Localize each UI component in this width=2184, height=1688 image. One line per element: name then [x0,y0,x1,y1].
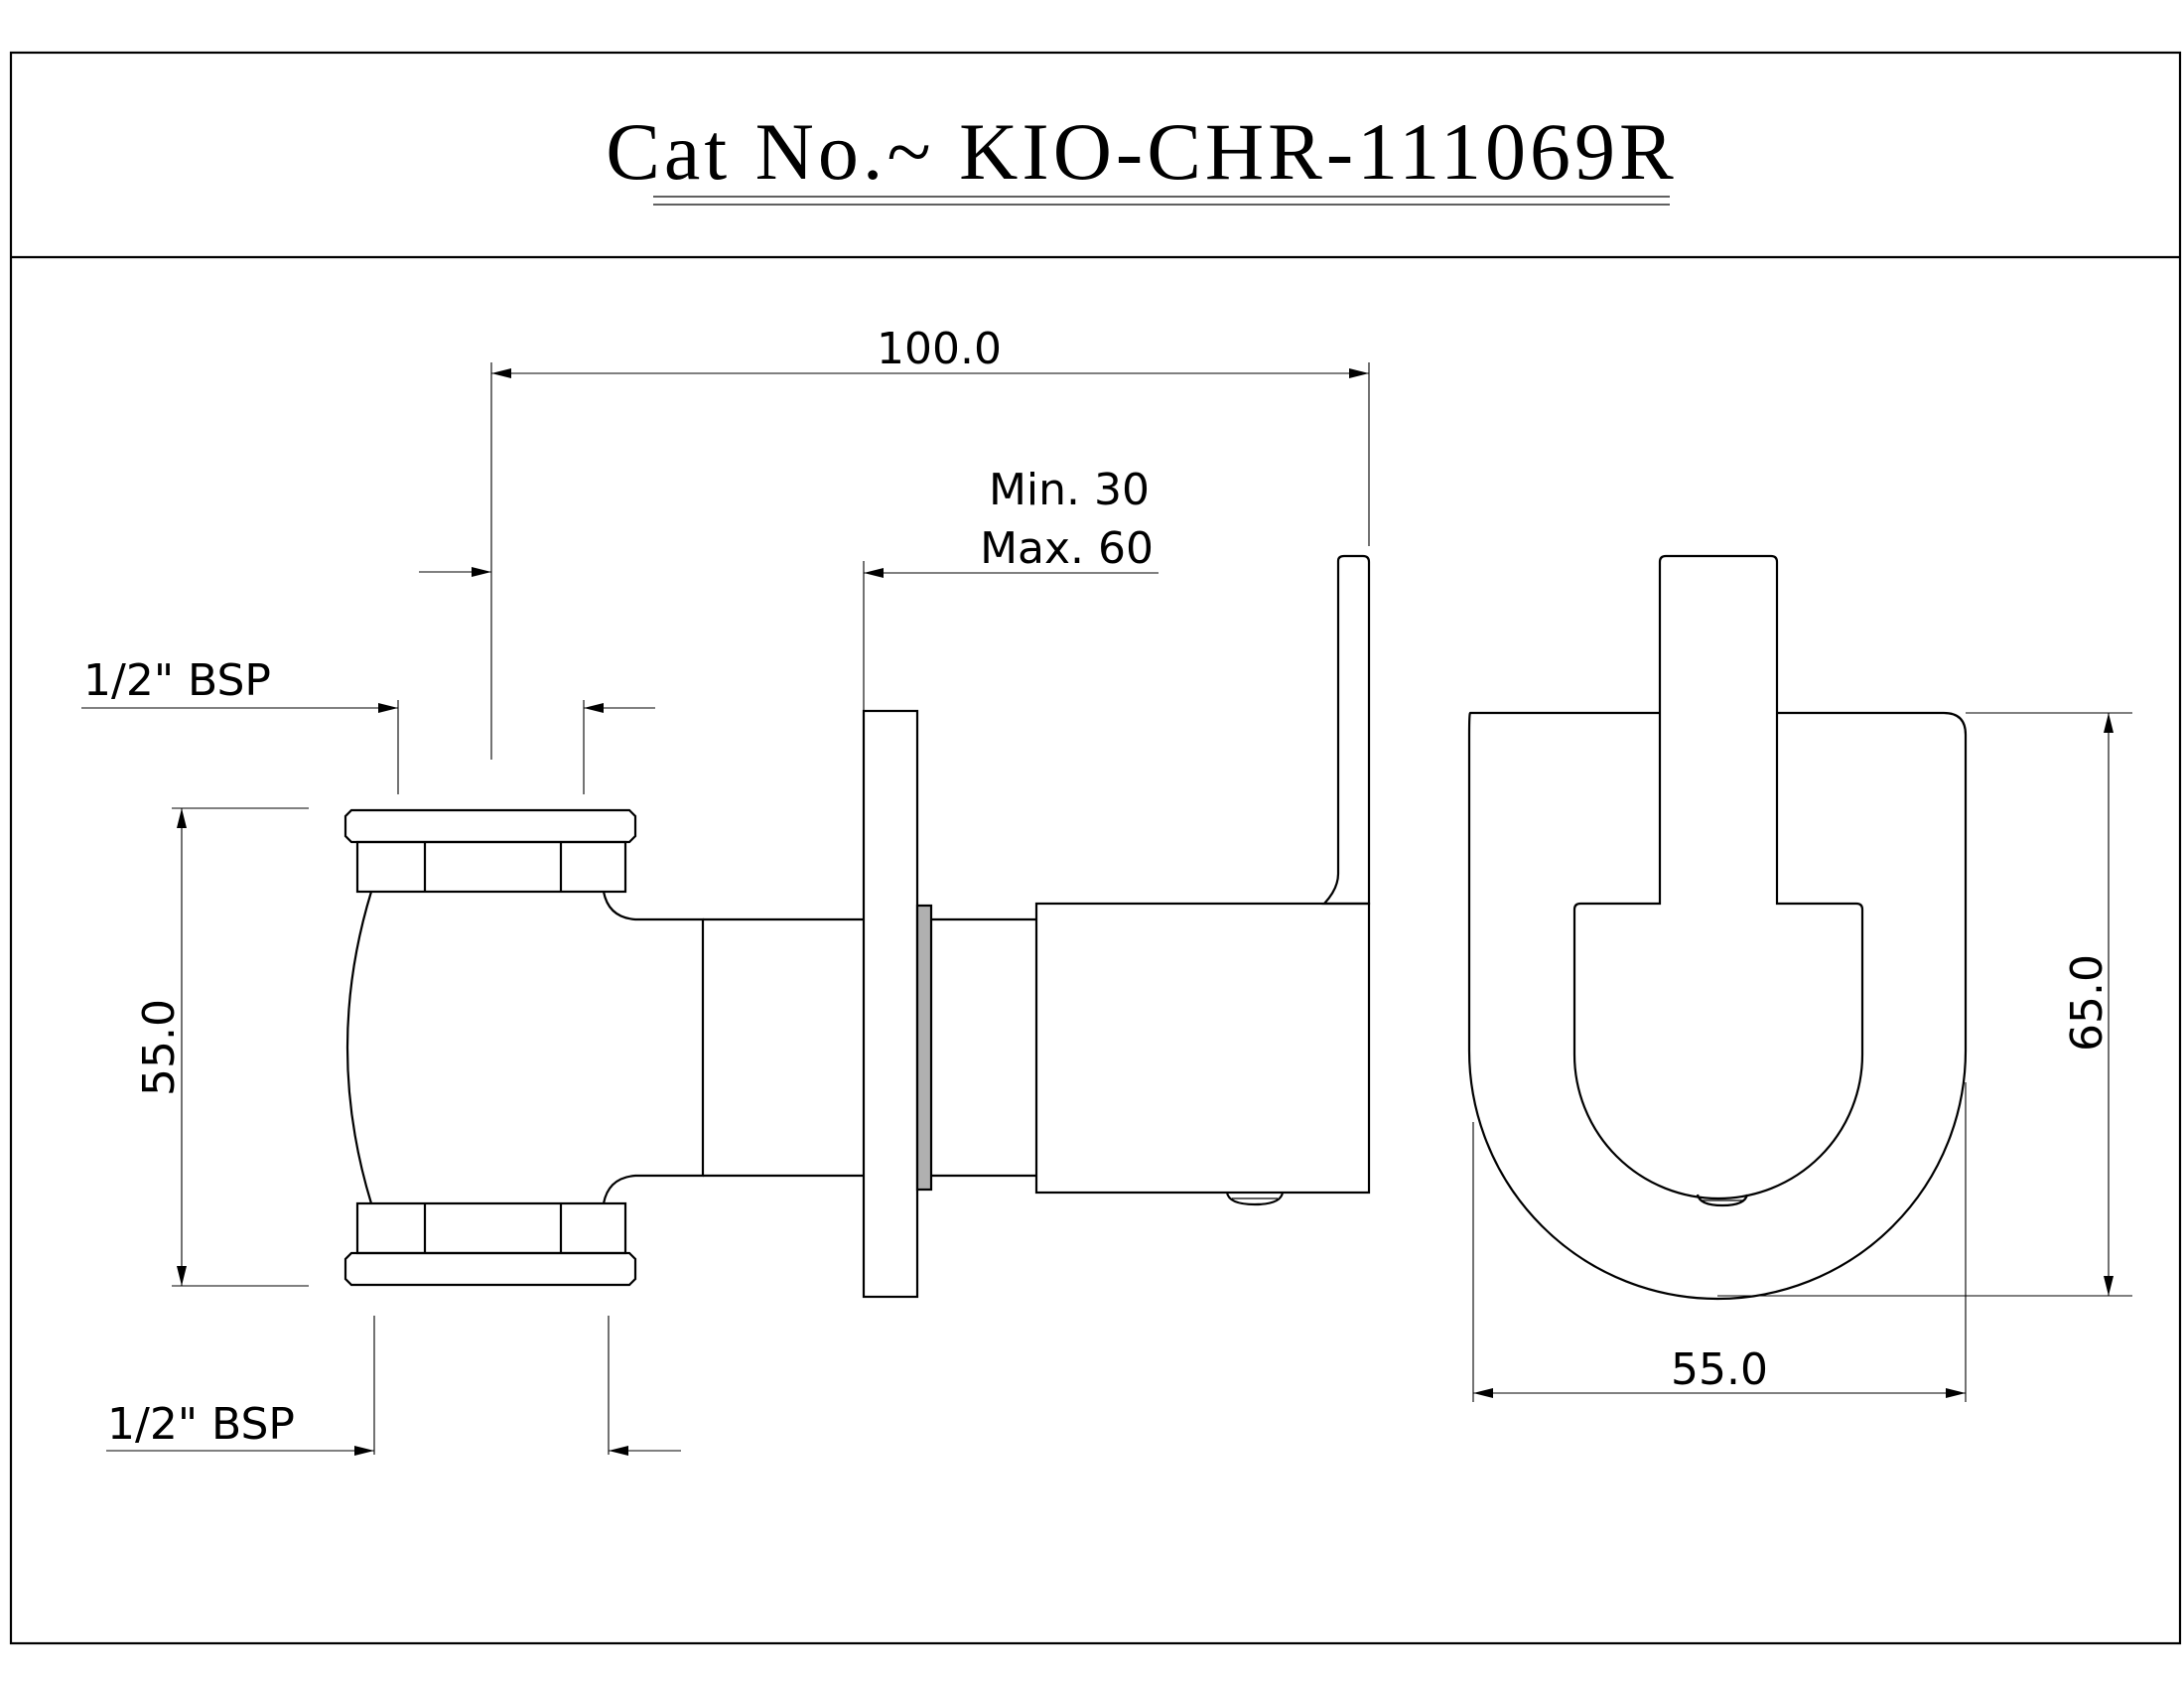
dim-front-height: 65.0 [2062,954,2113,1052]
dim-overall-length: 100.0 [877,324,1002,374]
dim-inlet-thread-bottom: 1/2" BSP [107,1399,295,1450]
side-view [343,554,1371,1299]
front-view [1467,554,1968,1301]
dim-wall-max: Max. 60 [980,523,1154,574]
seal-ring [915,904,933,1192]
drawing-border [9,51,2182,1645]
dim-front-width: 55.0 [1671,1344,1768,1395]
dim-inlet-spacing: 55.0 [134,999,185,1096]
dim-wall-min: Min. 30 [989,465,1150,515]
dim-inlet-thread-top: 1/2" BSP [83,655,271,706]
dimension-lines [81,362,2132,1456]
catalog-number-title: Cat No.~ KIO-CHR-111069R [606,106,1678,197]
